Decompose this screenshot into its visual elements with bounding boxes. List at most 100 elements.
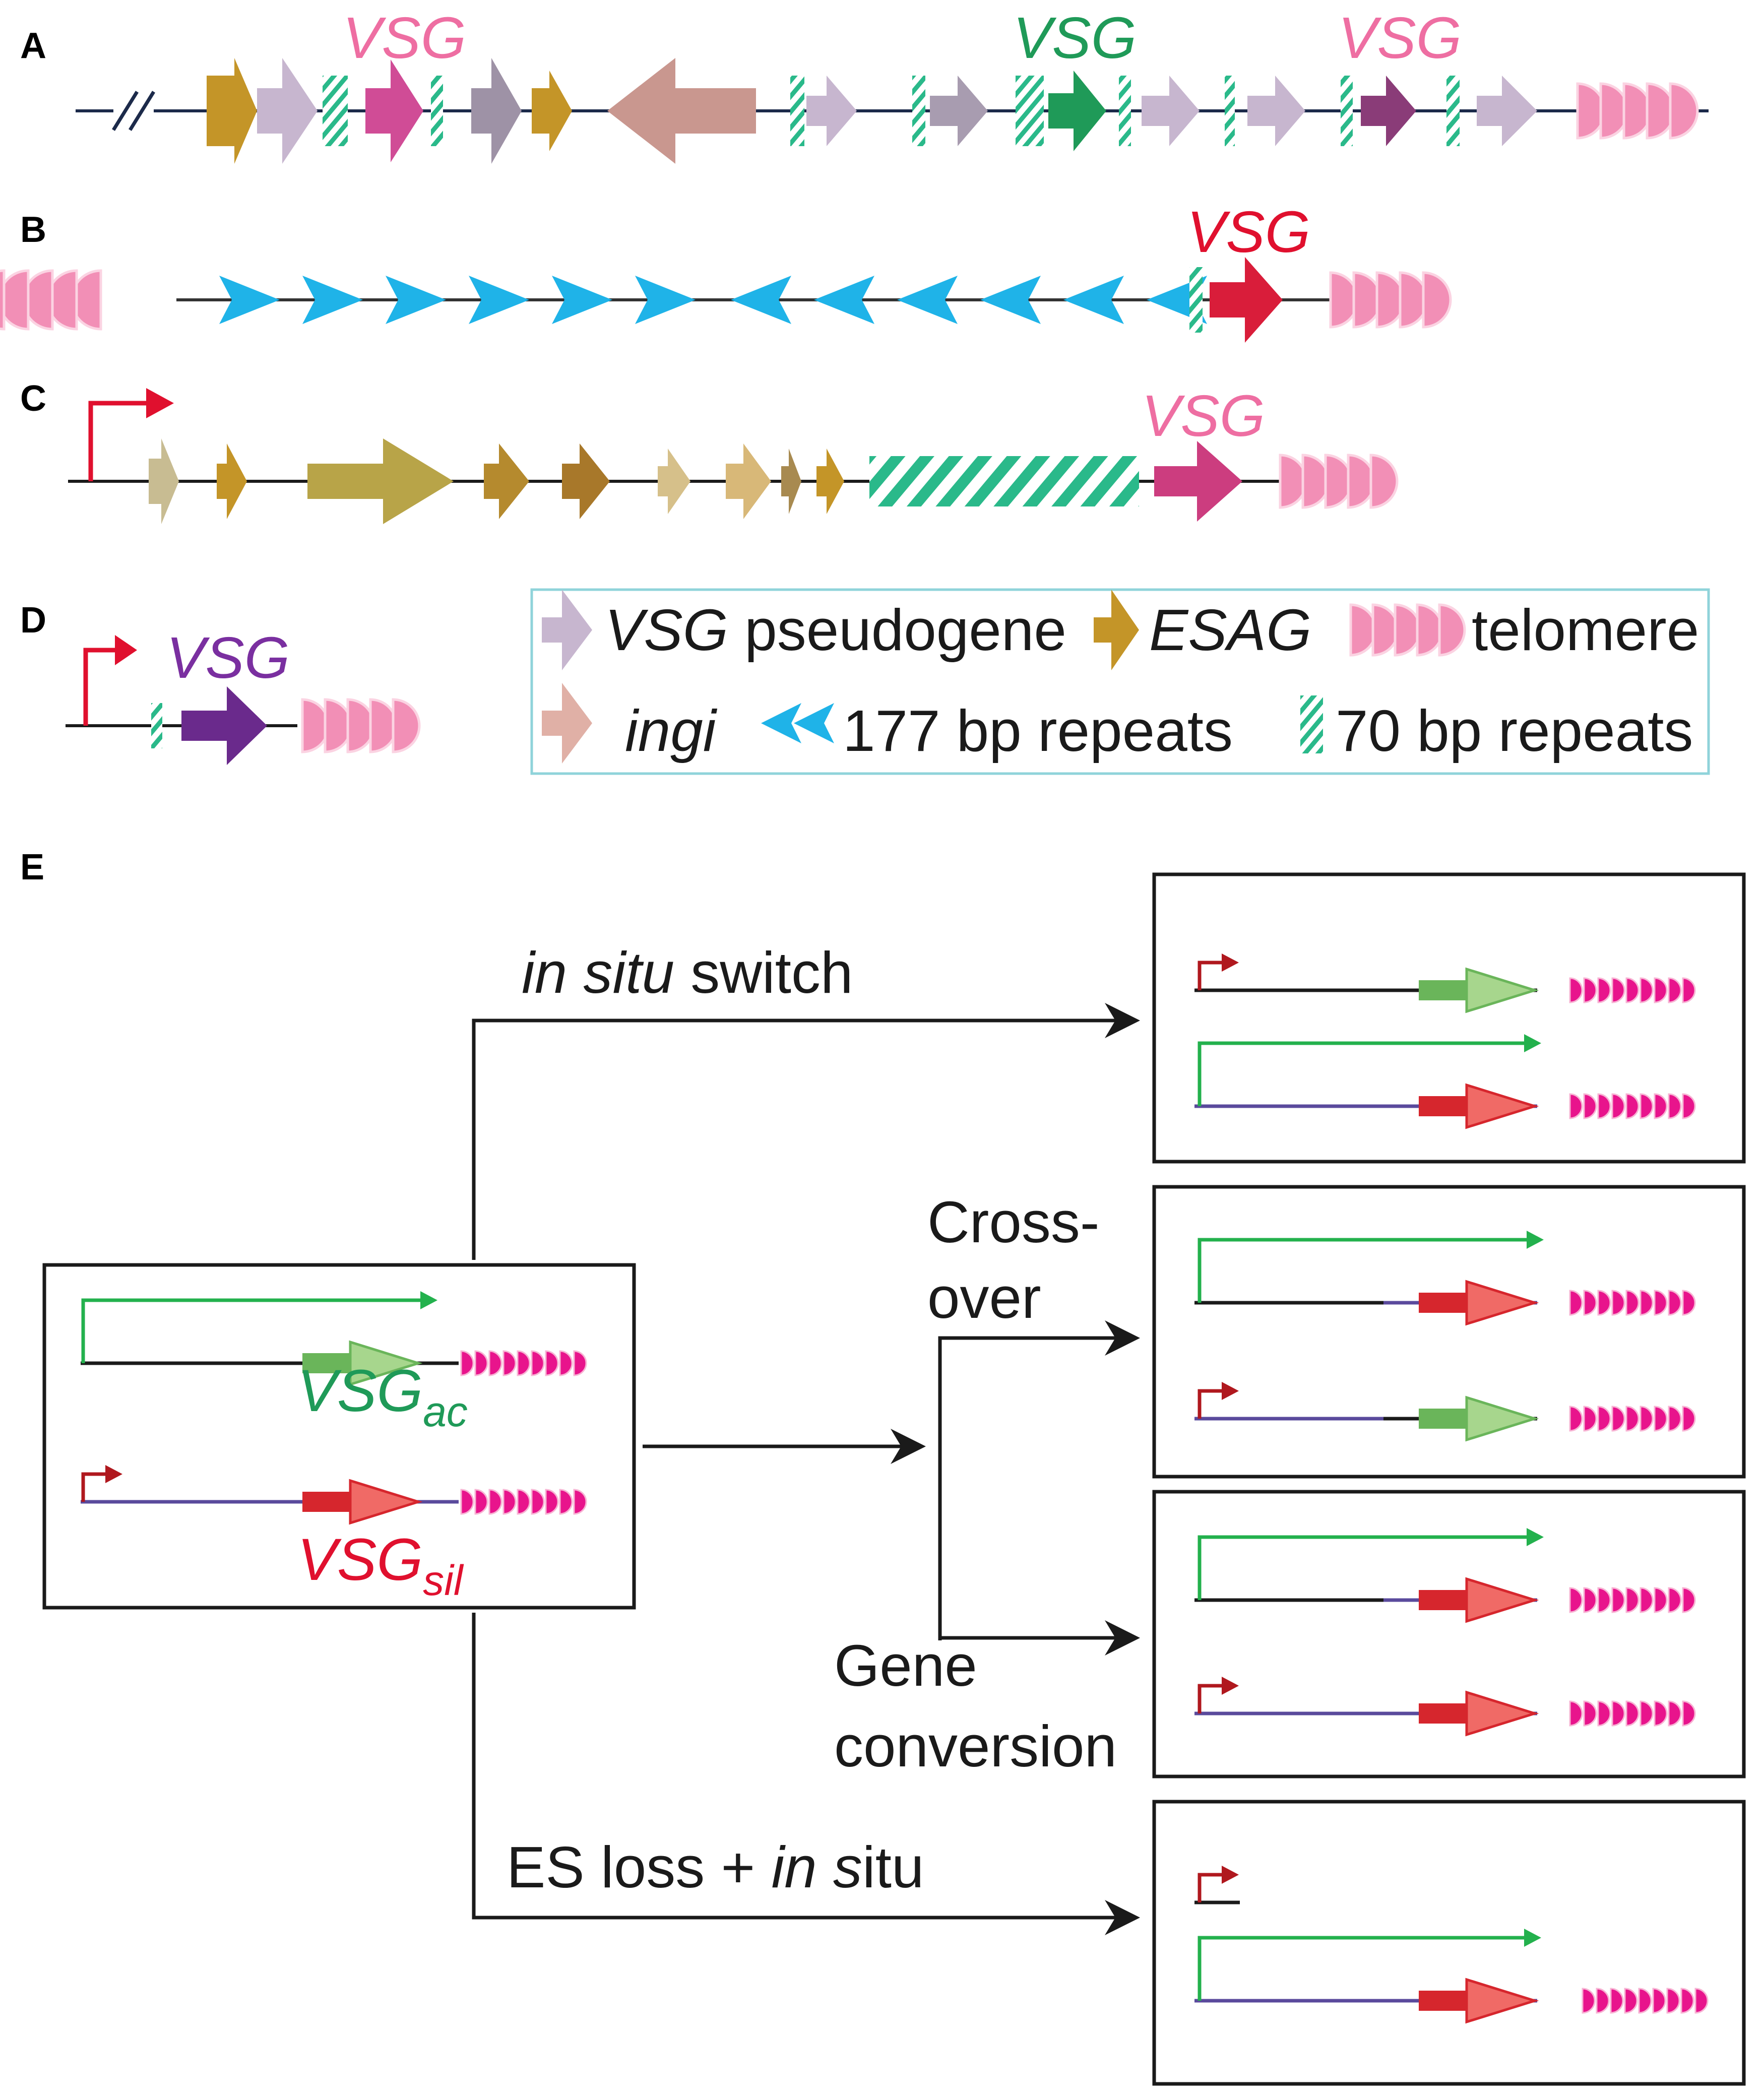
telomere-repeat xyxy=(1625,1587,1640,1613)
telomere-repeat xyxy=(1597,977,1611,1003)
starting-state-box xyxy=(42,1263,636,1610)
telomere-repeat xyxy=(1640,1587,1654,1613)
panel-e-label: E xyxy=(20,847,44,887)
red-vsg-gene-body xyxy=(302,1492,353,1512)
repeat-177bp xyxy=(302,276,363,324)
telomere-repeat xyxy=(517,1350,531,1376)
esag-gene xyxy=(781,449,801,514)
repeat-177bp xyxy=(219,276,280,324)
vsg-gene-pink xyxy=(1154,441,1242,522)
repeat-70bp xyxy=(1225,76,1235,146)
telomere-repeat xyxy=(573,1350,587,1376)
promoter-arrowhead xyxy=(1222,1866,1239,1884)
red-vsg-gene-body xyxy=(1419,1590,1469,1610)
repeat-177bp xyxy=(980,276,1041,324)
telomere-repeat xyxy=(1569,1587,1583,1613)
telomere-repeat xyxy=(502,1350,517,1376)
telomere-repeat xyxy=(559,1350,573,1376)
telomere-repeat xyxy=(1682,1406,1696,1432)
vsg-gene-plum xyxy=(1361,76,1416,146)
green-vsg-gene-head xyxy=(1465,1395,1539,1442)
telomere-repeat xyxy=(1569,977,1583,1003)
green-vsg-gene-head xyxy=(349,1340,423,1386)
telomere xyxy=(1582,1988,1709,2014)
promoter-arrow xyxy=(1198,961,1225,990)
telomere-repeat xyxy=(488,1489,502,1515)
repeat-177bp xyxy=(1063,276,1124,324)
promoter-arrow xyxy=(1198,1238,1530,1303)
telomere xyxy=(1569,1700,1696,1727)
telomere-repeat xyxy=(1652,1988,1666,2014)
telomere-repeat xyxy=(1654,1093,1668,1119)
outcome-crossover-box xyxy=(1152,1185,1746,1479)
expression-site-tracks xyxy=(81,953,1709,2024)
telomere-repeat xyxy=(1640,1406,1654,1432)
promoter-arrow xyxy=(1198,1535,1530,1600)
telomere-repeat xyxy=(1666,1988,1680,2014)
panel-b: B VSG xyxy=(0,199,1452,343)
telomere xyxy=(1569,977,1696,1003)
telomere-repeat xyxy=(1625,1093,1640,1119)
esag-gene xyxy=(217,443,247,519)
legend-esag-swatch xyxy=(1094,590,1139,670)
promoter-arrow xyxy=(1198,1389,1225,1419)
telomere-repeat xyxy=(1640,977,1654,1003)
legend-telomere-swatch xyxy=(1349,603,1466,657)
repeat-177bp xyxy=(552,276,612,324)
telomere xyxy=(1569,1290,1696,1316)
promoter-arrow xyxy=(1198,1041,1527,1106)
telomere-repeat xyxy=(1668,1587,1682,1613)
promoter-arrowhead xyxy=(420,1291,437,1309)
promoter-arrowhead xyxy=(1524,1929,1541,1947)
red-vsg-gene-head xyxy=(1465,1083,1539,1129)
red-vsg-gene-body xyxy=(1419,1293,1469,1313)
repeat-70bp xyxy=(1016,76,1044,146)
vsg-pseudogene-gene xyxy=(1142,76,1200,146)
telomere-repeat xyxy=(0,269,30,331)
telomere-repeat xyxy=(1610,1988,1624,2014)
label-in-situ-switch: in situ switch xyxy=(522,940,853,1005)
telomere-repeat xyxy=(1640,1093,1654,1119)
telomere-repeat xyxy=(1611,1587,1625,1613)
telomere-repeat xyxy=(1369,454,1399,509)
telomere-repeat xyxy=(1654,977,1668,1003)
red-vsg-gene-head xyxy=(1465,1280,1539,1326)
repeat-70bp xyxy=(1189,267,1203,333)
telomere-repeat xyxy=(517,1489,531,1515)
telomere xyxy=(0,269,102,331)
repeat-70bp xyxy=(323,76,348,146)
promoter-arrow xyxy=(81,1472,108,1502)
telomere-repeat xyxy=(1438,603,1466,657)
telomere-repeat xyxy=(1640,1290,1654,1316)
telomere xyxy=(301,698,421,753)
vsg-pseudogene-gene xyxy=(930,76,988,146)
telomere-repeat xyxy=(545,1489,559,1515)
telomere-repeat xyxy=(1640,1700,1654,1727)
legend-70bp-swatch xyxy=(1300,695,1323,753)
telomere xyxy=(1569,1406,1696,1432)
telomere-repeat xyxy=(502,1489,517,1515)
telomere xyxy=(1279,454,1399,509)
legend-vsg-pseudogene-swatch xyxy=(542,590,592,670)
telomere-repeat xyxy=(474,1350,488,1376)
repeat-70bp-block xyxy=(869,456,1139,506)
telomere-repeat xyxy=(573,1489,587,1515)
promoter-arrow xyxy=(83,635,137,726)
telomere-repeat xyxy=(1624,1988,1638,2014)
label-gene-conversion-2: conversion xyxy=(834,1713,1117,1779)
telomere-repeat xyxy=(1625,1406,1640,1432)
vsg-label: VSG xyxy=(1142,383,1265,449)
telomere-repeat xyxy=(1597,1290,1611,1316)
telomere-repeat xyxy=(1682,1093,1696,1119)
promoter-arrow xyxy=(81,1298,423,1363)
telomere-repeat xyxy=(1569,1290,1583,1316)
vsg-pseudogene-gene xyxy=(471,58,522,164)
vsg-gene-green xyxy=(1048,71,1106,151)
telomere-repeat xyxy=(1682,1700,1696,1727)
repeat-70bp xyxy=(912,76,925,146)
telomere-repeat xyxy=(545,1350,559,1376)
panel-a: A xyxy=(20,5,1709,164)
telomere-repeat xyxy=(1596,1988,1610,2014)
telomere-repeat xyxy=(1583,1587,1597,1613)
telomere-repeat xyxy=(1625,1290,1640,1316)
